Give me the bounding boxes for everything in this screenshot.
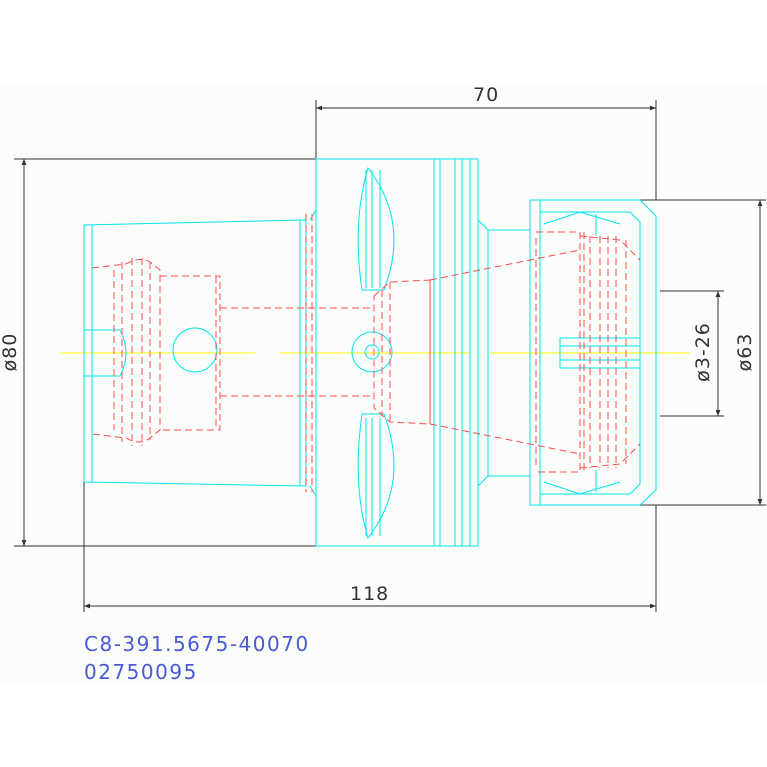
dimension-nut-diameter: ø63	[734, 332, 756, 372]
hidden-lines	[91, 214, 641, 492]
dimension-top-length: 70	[473, 84, 500, 106]
drawing-sheet	[0, 85, 767, 685]
dimension-collet-range: ø3-26	[692, 322, 714, 382]
dimension-lines	[14, 100, 766, 612]
dimension-left-diameter: ø80	[0, 332, 21, 372]
item-code: 02750095	[84, 660, 198, 684]
part-number: C8-391.5675-40070	[84, 632, 310, 656]
part-outline	[83, 158, 657, 547]
dimension-overall-length: 118	[350, 583, 390, 605]
